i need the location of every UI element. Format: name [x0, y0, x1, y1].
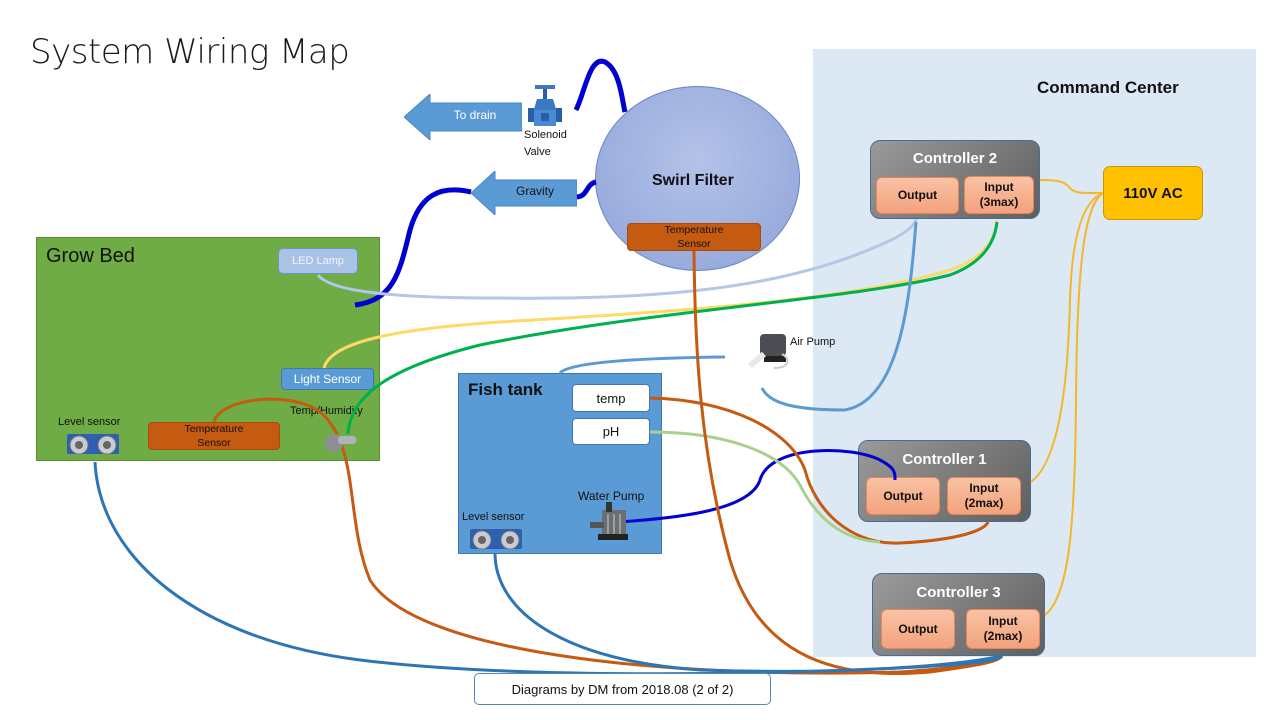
swirl-temp-sensor-label-2: Sensor: [677, 238, 711, 250]
wire-temp-humidity: [346, 221, 999, 435]
wire-power-c2: [1039, 179, 1104, 195]
controller-2-input-label: Input: [984, 180, 1014, 194]
swirl-temp-sensor-label-1: Temperature: [664, 224, 724, 236]
wire-swirl-temp: [692, 250, 1004, 676]
wire-fish-temp: [649, 396, 990, 545]
pipe-gravity-to-growbed: [354, 187, 472, 308]
air-pump-label: Air Pump: [790, 336, 836, 348]
controller-2[interactable]: Controller 2 Output Input (3max): [870, 140, 1040, 219]
wire-air-pump-to-tank: [558, 355, 726, 375]
wire-air-pump: [760, 221, 918, 412]
pipe-solenoid: [573, 58, 628, 113]
controller-1-input[interactable]: Input (2max): [947, 477, 1021, 515]
grow-bed-temp-sensor-label-1: Temperature: [184, 423, 244, 435]
controller-3[interactable]: Controller 3 Output Input (2max): [872, 573, 1045, 656]
controller-1[interactable]: Controller 1 Output Input (2max): [858, 440, 1031, 522]
controller-3-input-label: Input: [988, 614, 1018, 628]
wire-growbed-temp: [212, 397, 1003, 675]
controller-2-input-max: (3max): [979, 195, 1019, 209]
footer-credit: Diagrams by DM from 2018.08 (2 of 2): [474, 673, 771, 705]
temp-humidity-label: Temp/Humidity: [290, 405, 363, 417]
solenoid-label-2: Valve: [524, 146, 551, 158]
controller-3-title: Controller 3: [916, 584, 1001, 601]
solenoid-label-1: Solenoid: [524, 129, 567, 141]
controller-1-title: Controller 1: [902, 451, 987, 468]
controller-3-input-max: (2max): [983, 629, 1023, 643]
fish-tank-title: Fish tank: [468, 380, 543, 399]
wire-fish-level: [493, 552, 1003, 673]
controller-2-output[interactable]: Output: [876, 177, 959, 214]
controller-1-output[interactable]: Output: [866, 477, 940, 515]
wire-power-c3: [1044, 192, 1104, 616]
controller-1-input-max: (2max): [964, 496, 1004, 510]
pipe-water-pump: [617, 448, 897, 524]
led-lamp[interactable]: LED Lamp: [278, 248, 358, 274]
water-pump-icon[interactable]: [588, 502, 632, 542]
controller-2-input[interactable]: Input (3max): [964, 176, 1034, 214]
controller-3-input[interactable]: Input (2max): [966, 609, 1040, 649]
wire-light-sensor: [322, 219, 999, 369]
fish-tank-ph-sensor[interactable]: pH: [572, 418, 650, 445]
wire-led-lamp: [316, 218, 918, 300]
grow-bed-level-sensor-icon[interactable]: [67, 432, 119, 456]
fish-tank-level-sensor-label: Level sensor: [462, 511, 525, 523]
fish-tank-level-sensor-icon[interactable]: [470, 527, 522, 551]
page-title: System Wiring Map: [30, 32, 350, 72]
wire-ph: [649, 430, 881, 544]
water-pump-label: Water Pump: [578, 489, 645, 503]
controller-2-title: Controller 2: [912, 150, 998, 167]
pipe-swirl-to-gravity: [576, 179, 597, 200]
wire-power-c1: [1030, 192, 1104, 483]
gravity-label: Gravity: [515, 184, 554, 198]
fish-tank-temp-sensor[interactable]: temp: [572, 384, 650, 412]
air-pump-icon[interactable]: [748, 332, 792, 372]
grow-bed-title: Grow Bed: [46, 245, 135, 267]
swirl-filter-temperature-sensor[interactable]: Temperature Sensor: [627, 223, 761, 251]
power-110v-ac[interactable]: 110V AC: [1103, 166, 1203, 220]
grow-bed-temperature-sensor[interactable]: Temperature Sensor: [148, 422, 280, 450]
to-drain-label: To drain: [453, 108, 497, 122]
controller-1-input-label: Input: [969, 481, 999, 495]
to-drain-arrow: [404, 94, 522, 140]
temp-humidity-sensor-icon[interactable]: [322, 430, 360, 454]
light-sensor[interactable]: Light Sensor: [281, 368, 374, 390]
solenoid-valve-icon[interactable]: [528, 84, 562, 128]
command-center-title: Command Center: [1037, 78, 1179, 97]
gravity-arrow: [471, 171, 577, 215]
grow-bed-level-sensor-label: Level sensor: [58, 416, 121, 428]
grow-bed-temp-sensor-label-2: Sensor: [197, 437, 231, 449]
swirl-filter-title: Swirl Filter: [652, 172, 734, 189]
controller-3-output[interactable]: Output: [881, 609, 955, 649]
wire-growbed-level: [93, 461, 1004, 676]
solenoid-valve-label: Solenoid Valve: [524, 127, 567, 161]
